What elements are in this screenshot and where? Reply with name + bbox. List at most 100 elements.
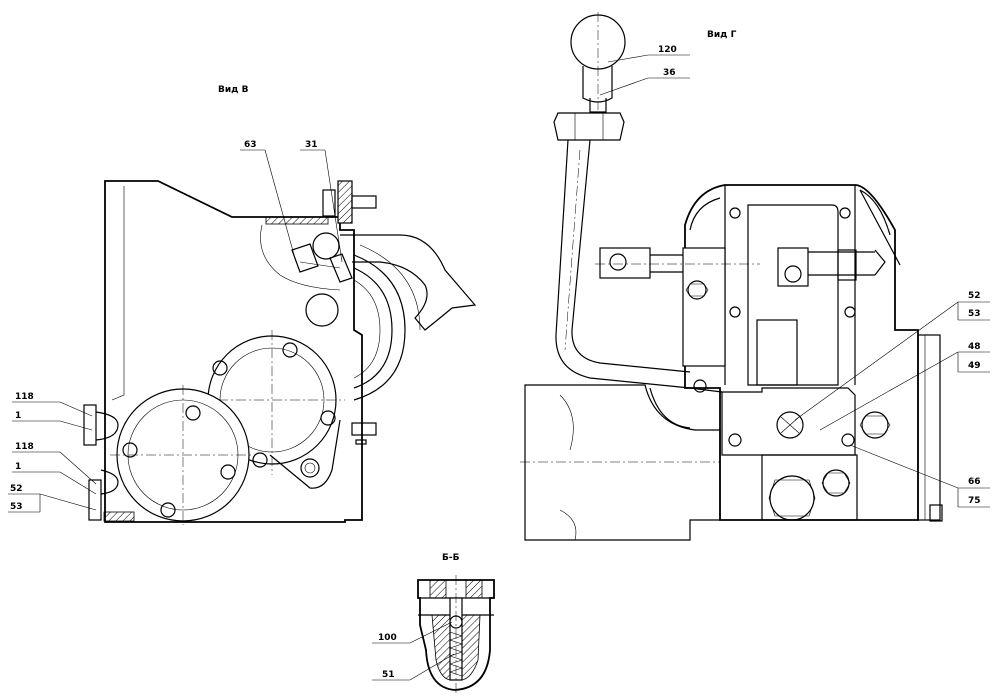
view-v-bolt bbox=[160, 502, 176, 518]
leader-120: 120 bbox=[658, 45, 677, 55]
leader-63: 63 bbox=[244, 140, 257, 150]
leader-52-g: 52 bbox=[968, 291, 981, 301]
view-v-base-hatch bbox=[103, 511, 135, 522]
view-g-side-plate bbox=[917, 334, 941, 521]
view-g-inner-frame bbox=[724, 185, 856, 385]
leader-1-upper: 1 bbox=[15, 411, 21, 421]
view-g-screw bbox=[728, 433, 742, 447]
view-g-screw bbox=[841, 433, 855, 447]
section-bb-outline bbox=[417, 579, 495, 691]
view-v: Вид В bbox=[83, 85, 477, 525]
view-g: Вид Г bbox=[520, 12, 943, 541]
view-v-screw-boss-lower bbox=[100, 469, 119, 495]
view-g-bent-rod-inner bbox=[571, 139, 691, 373]
leader-118-upper: 118 bbox=[15, 392, 34, 402]
section-bb-leaders: 100 51 bbox=[372, 621, 455, 681]
view-g-handle-neck bbox=[582, 66, 613, 103]
view-g-left-block bbox=[682, 247, 726, 367]
leader-51: 51 bbox=[382, 670, 395, 680]
view-g-screw bbox=[729, 306, 741, 318]
view-g-rod-centerline bbox=[564, 149, 581, 351]
view-v-screw-118-upper bbox=[83, 404, 97, 446]
view-g-right-clevis bbox=[777, 247, 809, 287]
view-v-screw-boss-upper bbox=[95, 411, 119, 441]
view-v-hex-nut bbox=[300, 458, 320, 478]
section-bb-hatch-lower-right bbox=[461, 614, 481, 681]
view-v-plate-hatch bbox=[265, 216, 329, 225]
leader-118-lower: 118 bbox=[15, 442, 34, 452]
view-v-bolt bbox=[220, 464, 236, 480]
view-g-small-hex bbox=[822, 469, 850, 497]
leader-36: 36 bbox=[663, 68, 676, 78]
section-bb-hatch-lower-left bbox=[431, 614, 451, 681]
view-g-hex-head bbox=[861, 411, 889, 439]
leader-66: 66 bbox=[968, 477, 981, 487]
view-g-left-pin bbox=[609, 253, 627, 271]
view-v-bolt bbox=[282, 342, 298, 358]
view-g-cover-plate bbox=[721, 387, 856, 456]
leader-75: 75 bbox=[968, 496, 981, 506]
leader-31: 31 bbox=[305, 140, 318, 150]
view-g-rod-nut bbox=[553, 112, 625, 141]
view-v-title: Вид В bbox=[218, 85, 249, 95]
view-g-cover-bolt bbox=[776, 411, 804, 439]
view-v-leaders: 63 31 118 1 118 1 52 53 bbox=[8, 140, 343, 513]
leader-48: 48 bbox=[968, 342, 981, 352]
view-v-housing-arc-4 bbox=[359, 244, 421, 331]
view-g-bent-rod-outer bbox=[555, 139, 723, 393]
view-v-housing-arc-3 bbox=[353, 279, 381, 379]
section-bb-hatch-tl bbox=[429, 579, 447, 599]
view-g-handle-knob bbox=[570, 14, 626, 70]
view-v-stud-tip bbox=[355, 439, 367, 445]
view-g-lower-block bbox=[761, 454, 858, 521]
view-g-screw bbox=[693, 379, 707, 393]
view-v-bolt-shank bbox=[351, 195, 377, 209]
view-g-title: Вид Г bbox=[707, 30, 737, 40]
view-v-pivot bbox=[312, 232, 340, 260]
view-g-leaders: 120 36 52 53 48 49 66 75 bbox=[599, 45, 990, 508]
section-bb-title: Б-Б bbox=[442, 553, 460, 563]
view-g-inner-arch bbox=[689, 189, 891, 236]
view-v-pin-hole bbox=[305, 293, 339, 327]
view-v-lever-edge bbox=[260, 224, 341, 291]
view-v-bolt bbox=[122, 442, 138, 458]
view-g-lower-casting bbox=[524, 384, 721, 541]
view-v-bracket-hatch bbox=[338, 181, 352, 223]
view-v-body-outline bbox=[104, 180, 363, 523]
view-g-handle-rod bbox=[589, 98, 607, 113]
view-g-window bbox=[747, 204, 839, 386]
view-g-large-hex bbox=[769, 475, 815, 521]
leader-1-lower: 1 bbox=[15, 462, 21, 472]
view-v-flange-lug bbox=[269, 419, 341, 489]
leader-52-v: 52 bbox=[10, 484, 23, 494]
view-g-side-bolt bbox=[929, 504, 943, 522]
view-v-housing-arc-1 bbox=[353, 254, 406, 401]
leader-53-v: 53 bbox=[10, 502, 23, 512]
section-bb: Б-Б bbox=[417, 553, 495, 695]
leader-53-g: 53 bbox=[968, 309, 981, 319]
view-g-screw bbox=[729, 207, 741, 219]
view-v-stud bbox=[351, 422, 377, 436]
view-v-bolt bbox=[252, 452, 268, 468]
view-v-link-rod bbox=[299, 261, 341, 269]
view-g-right-pin bbox=[784, 265, 802, 283]
section-bb-hatch-tr bbox=[465, 579, 483, 599]
view-g-screw bbox=[839, 207, 851, 219]
view-g-diagonal-strut bbox=[859, 189, 901, 266]
view-g-screw bbox=[844, 306, 856, 318]
view-v-screw-118-lower bbox=[88, 479, 102, 521]
view-v-inner-contour bbox=[111, 186, 125, 401]
view-v-hex-nut-inner bbox=[304, 462, 316, 474]
view-g-slot bbox=[756, 319, 798, 386]
view-g-left-clevis bbox=[599, 247, 651, 279]
leader-100: 100 bbox=[378, 633, 397, 643]
view-v-housing-arc-2 bbox=[353, 267, 393, 389]
view-v-bolt bbox=[212, 360, 228, 376]
view-g-right-block bbox=[837, 249, 857, 281]
leader-49: 49 bbox=[968, 361, 981, 371]
view-v-bolt bbox=[320, 410, 336, 426]
view-v-lever bbox=[340, 234, 477, 331]
view-g-hex-bolt bbox=[687, 280, 707, 300]
view-v-link-63 bbox=[291, 243, 319, 273]
